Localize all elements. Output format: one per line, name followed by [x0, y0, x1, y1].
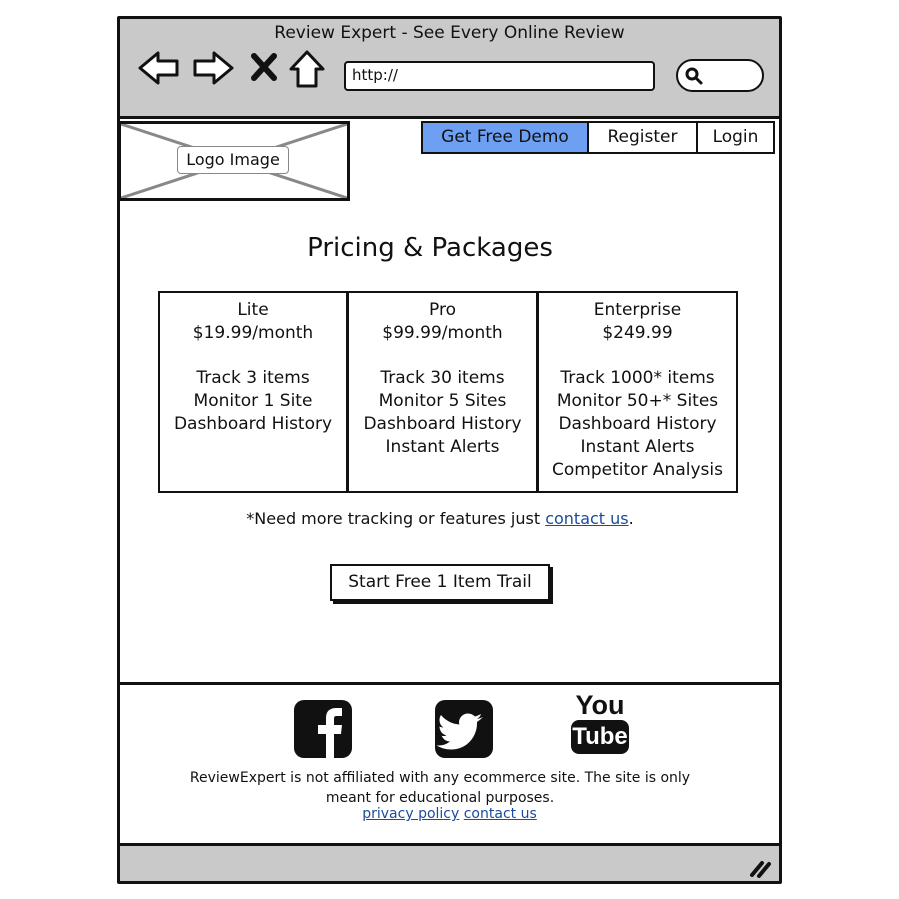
status-bar	[120, 843, 779, 881]
page-title: Pricing & Packages	[307, 233, 553, 263]
logo-label: Logo Image	[177, 146, 289, 174]
facebook-icon[interactable]	[292, 698, 354, 764]
back-arrow-icon[interactable]	[138, 50, 180, 86]
disclaimer: ReviewExpert is not affiliated with any …	[160, 768, 720, 808]
register-button[interactable]: Register	[587, 121, 698, 154]
plan-feature: Monitor 50+* Sites	[556, 391, 719, 411]
url-input[interactable]: http://	[344, 61, 655, 91]
footer-contact-us-link[interactable]: contact us	[463, 806, 537, 822]
plan-feature: Dashboard History	[363, 414, 522, 434]
forward-arrow-icon[interactable]	[192, 50, 234, 86]
plan-feature: Dashboard History	[558, 414, 717, 434]
plan-price: $99.99/month	[382, 323, 503, 343]
plan-feature: Dashboard History	[173, 414, 333, 434]
plan-feature: Track 30 items	[380, 368, 505, 388]
get-free-demo-button[interactable]: Get Free Demo	[421, 121, 589, 154]
plan-name: Enterprise	[593, 300, 682, 320]
plan-card-pro: Pro $99.99/month Track 30 items Monitor …	[347, 291, 538, 493]
plan-card-lite: Lite $19.99/month Track 3 items Monitor …	[158, 291, 348, 493]
twitter-icon[interactable]	[433, 698, 495, 764]
close-x-icon[interactable]	[250, 52, 278, 82]
note-text: *Need more tracking or features just	[246, 509, 546, 528]
footer-divider	[120, 682, 779, 685]
plan-name: Pro	[429, 300, 456, 320]
url-value: http://	[352, 66, 398, 84]
youtube-icon[interactable]: You Tube	[569, 690, 631, 754]
login-button[interactable]: Login	[696, 121, 775, 154]
plan-feature: Track 3 items	[196, 368, 310, 388]
plan-price: $19.99/month	[192, 323, 314, 343]
plan-price: $249.99	[602, 323, 673, 343]
plan-card-enterprise: Enterprise $249.99 Track 1000* items Mon…	[537, 291, 738, 493]
resize-grip-icon[interactable]	[748, 857, 774, 883]
contact-us-link[interactable]: contact us	[545, 509, 629, 528]
note-suffix: .	[628, 509, 634, 528]
contact-note: *Need more tracking or features just con…	[120, 509, 760, 528]
plan-feature: Track 1000* items	[560, 368, 715, 388]
search-input[interactable]	[676, 59, 764, 92]
privacy-policy-link[interactable]: privacy policy	[362, 806, 460, 822]
plan-feature: Instant Alerts	[580, 437, 695, 457]
start-free-trial-button[interactable]: Start Free 1 Item Trail	[330, 564, 550, 601]
home-icon[interactable]	[288, 49, 326, 89]
youtube-bottom-text: Tube	[571, 720, 629, 754]
disclaimer-line: ReviewExpert is not affiliated with any …	[189, 770, 691, 786]
plan-name: Lite	[237, 300, 269, 320]
search-icon[interactable]	[684, 66, 704, 90]
plan-feature: Competitor Analysis	[552, 460, 723, 480]
plan-feature: Instant Alerts	[385, 437, 500, 457]
disclaimer-line: meant for educational purposes.	[325, 790, 555, 806]
plan-feature: Monitor 1 Site	[193, 391, 313, 411]
window-title: Review Expert - See Every Online Review	[274, 23, 625, 43]
plan-feature: Monitor 5 Sites	[378, 391, 507, 411]
footer-links: privacy policy contact us	[120, 806, 779, 822]
youtube-top-text: You	[575, 690, 625, 720]
